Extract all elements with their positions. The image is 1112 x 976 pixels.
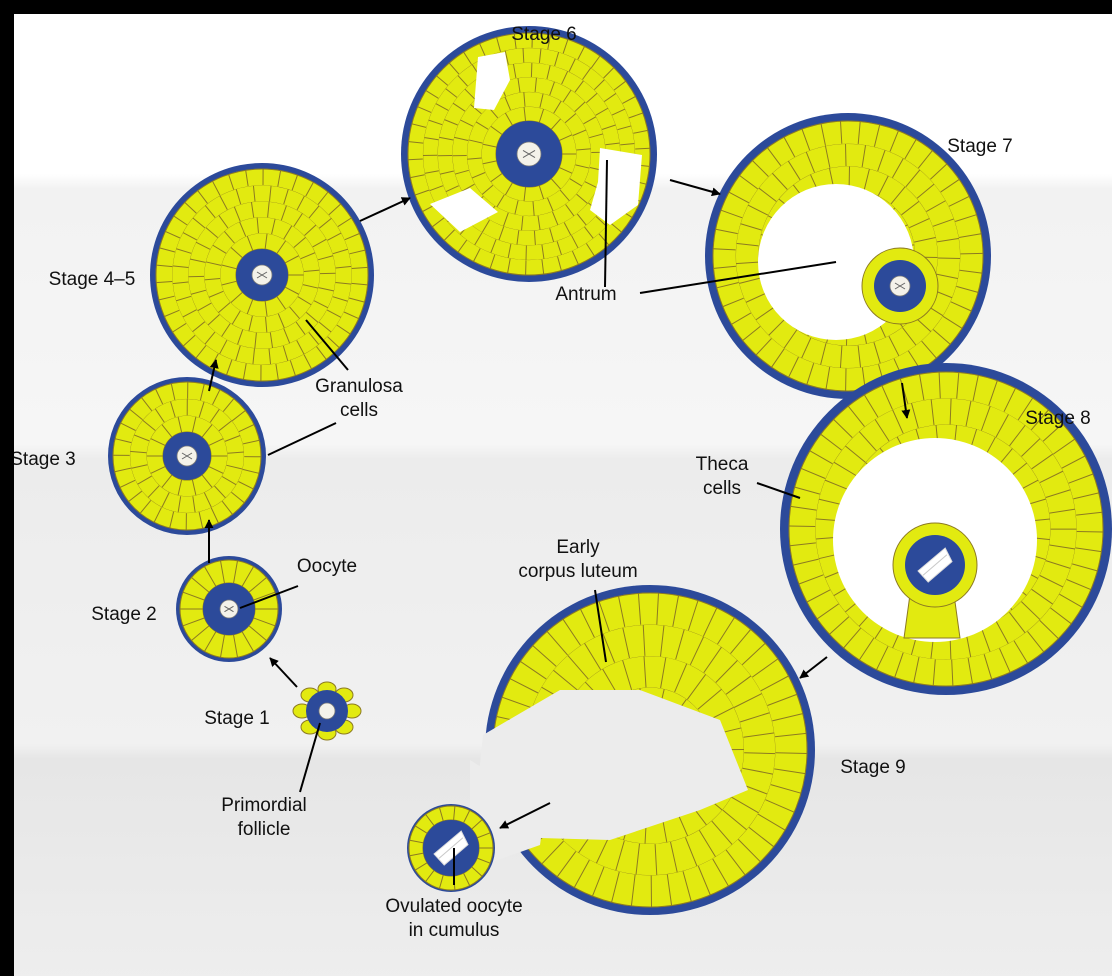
- ovulated-label-line1: Ovulated oocyte: [385, 896, 522, 917]
- arrow-stage8-to-stage9: [800, 657, 827, 678]
- pointer-granulosa-stage3: [268, 423, 336, 455]
- primordial-label-line2: follicle: [238, 819, 291, 840]
- stage8-label: Stage 8: [1025, 408, 1091, 429]
- stage2-label: Stage 2: [91, 604, 157, 625]
- follicle-development-diagram: Stage 6 Stage 7 Stage 4–5 Antrum Granulo…: [14, 14, 1112, 976]
- stage9-label: Stage 9: [840, 757, 906, 778]
- follicle-stage9: [470, 585, 815, 915]
- granulosa-label-line2: cells: [340, 400, 378, 421]
- follicle-stage6: [401, 26, 657, 282]
- theca-label-line1: Theca: [696, 454, 749, 475]
- early-cl-label-line2: corpus luteum: [518, 561, 637, 582]
- follicle-stage45: [150, 163, 374, 387]
- theca-label-line2: cells: [703, 478, 741, 499]
- arrow-stage1-to-stage2: [270, 658, 297, 687]
- stage1-label: Stage 1: [204, 708, 270, 729]
- primordial-label-line1: Primordial: [221, 795, 307, 816]
- early-cl-label-line1: Early: [556, 537, 600, 558]
- stage3-label: Stage 3: [14, 449, 76, 470]
- ovulated-oocyte-cumulus: [407, 804, 495, 892]
- stage45-label: Stage 4–5: [49, 269, 136, 290]
- follicle-stage1: [293, 682, 361, 740]
- arrow-stage6-to-stage7: [670, 180, 720, 194]
- follicle-stage3: [108, 377, 266, 535]
- antrum-label: Antrum: [555, 284, 616, 305]
- ovulated-label-line2: in cumulus: [409, 920, 500, 941]
- arrow-stage45-to-stage6: [360, 198, 410, 221]
- stage7-label: Stage 7: [947, 136, 1013, 157]
- stage6-label: Stage 6: [511, 24, 577, 45]
- follicle-stage2: [176, 556, 282, 662]
- oocyte-label: Oocyte: [297, 556, 357, 577]
- granulosa-label-line1: Granulosa: [315, 376, 403, 397]
